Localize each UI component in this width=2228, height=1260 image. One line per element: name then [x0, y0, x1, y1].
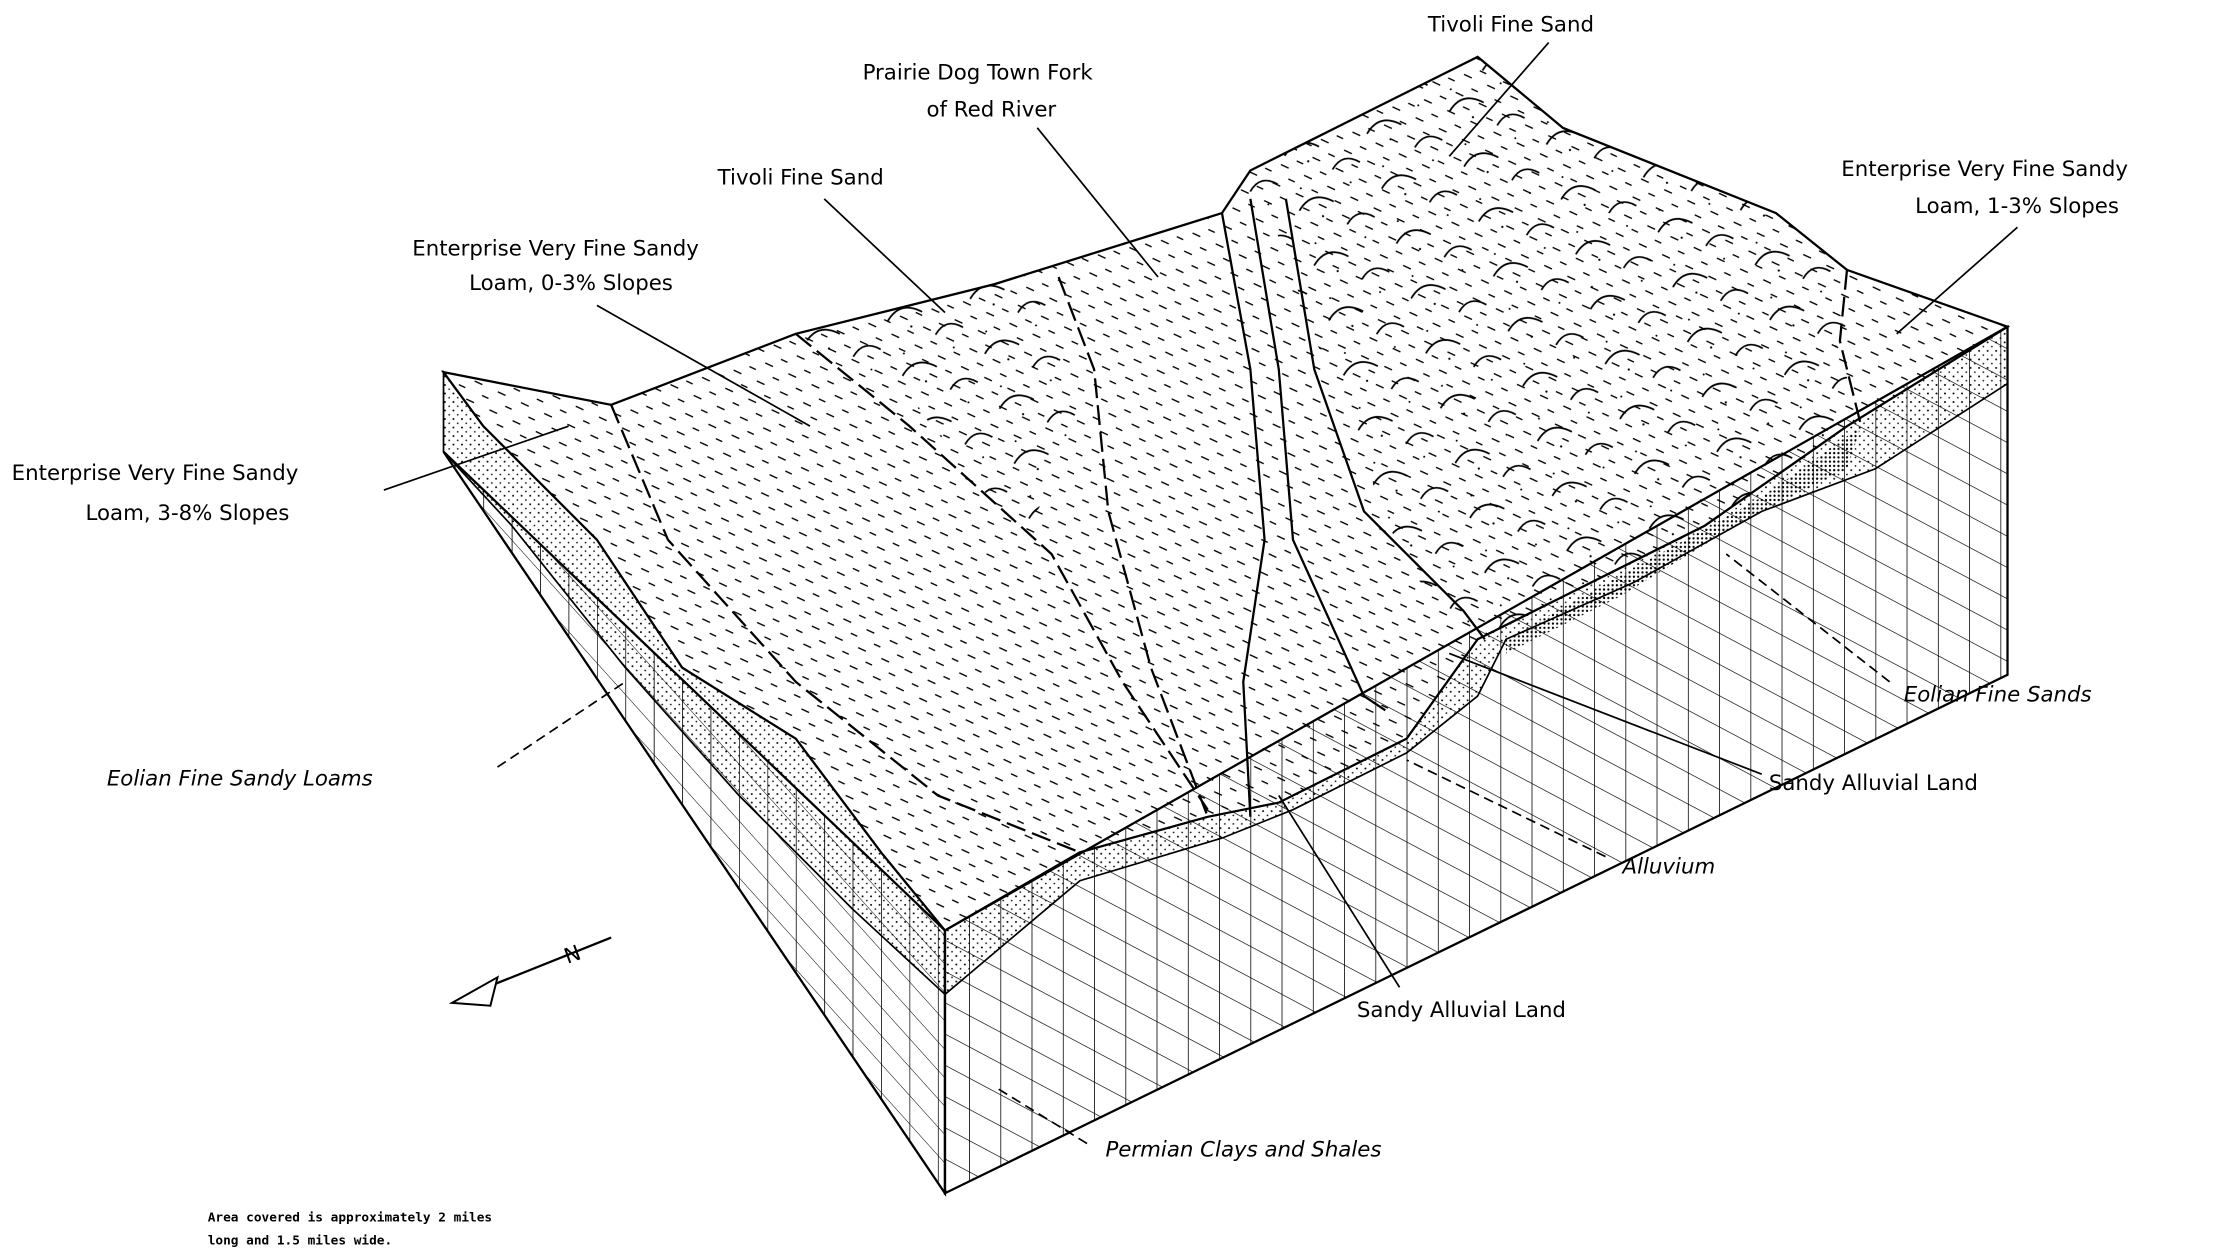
label-prairie-dog-2: of Red River	[926, 97, 1056, 122]
label-enterprise-03-line1: Enterprise Very Fine Sandy	[412, 237, 699, 262]
top-surface	[440, 55, 2011, 932]
label-sandy-alluvial-land-right: Sandy Alluvial Land	[1769, 771, 1978, 796]
north-arrow: N	[448, 936, 612, 1007]
note-line-2: long and 1.5 miles wide.	[208, 1233, 392, 1248]
label-enterprise-13-line1: Enterprise Very Fine Sandy	[1841, 157, 2128, 182]
label-enterprise-38-line2: Loam, 3-8% Slopes	[86, 501, 290, 526]
note-line-1: Area covered is approximately 2 miles	[208, 1211, 492, 1226]
labels: Tivoli Fine Sand Prairie Dog Town Fork o…	[12, 12, 2128, 1162]
leader-lines	[383, 42, 2019, 1145]
label-alluvium: Alluvium	[1621, 855, 1716, 880]
label-prairie-dog-1: Prairie Dog Town Fork	[863, 61, 1094, 86]
label-enterprise-13-line2: Loam, 1-3% Slopes	[1915, 194, 2119, 219]
label-sandy-alluvial-land-bottom: Sandy Alluvial Land	[1357, 998, 1566, 1023]
north-label: N	[561, 941, 585, 970]
label-eolian-fine-sandy-loams: Eolian Fine Sandy Loams	[107, 767, 373, 792]
label-permian-clays-shales: Permian Clays and Shales	[1105, 1137, 1381, 1162]
label-enterprise-03-line2: Loam, 0-3% Slopes	[469, 271, 673, 296]
label-eolian-fine-sands: Eolian Fine Sands	[1904, 683, 2092, 708]
label-tivoli-fine-sand-top: Tivoli Fine Sand	[1427, 12, 1594, 37]
label-tivoli-fine-sand-mid: Tivoli Fine Sand	[717, 166, 884, 191]
area-note: Area covered is approximately 2 miles lo…	[208, 1211, 492, 1249]
label-enterprise-38-line1: Enterprise Very Fine Sandy	[12, 461, 299, 486]
